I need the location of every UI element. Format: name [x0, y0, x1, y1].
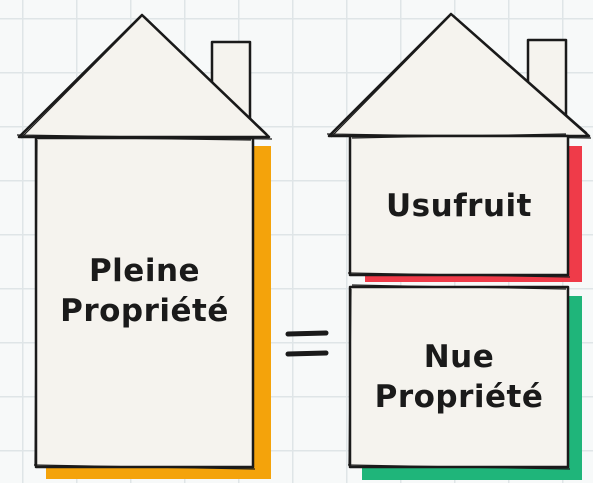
- pleine-propriete-label: Pleine Propriété: [36, 251, 253, 331]
- usufruit-box: [348, 134, 570, 277]
- left-house: [16, 13, 273, 479]
- equals-sign: [285, 330, 329, 357]
- right-house: [326, 12, 592, 480]
- usufruit-label: Usufruit: [350, 186, 568, 226]
- left-house-roof-sketch: [16, 15, 273, 140]
- pleine-label-line2: Propriété: [60, 293, 229, 329]
- usufruit-box-sketch: [347, 133, 571, 278]
- pleine-label-line1: Pleine: [88, 253, 201, 289]
- nue-label-line1: Nue: [423, 339, 495, 375]
- nue-propriete-label: Nue Propriété: [350, 337, 568, 417]
- nue-propriete-box-sketch: [347, 284, 571, 470]
- nue-label-line2: Propriété: [374, 379, 544, 415]
- usufruit-label-text: Usufruit: [386, 188, 532, 224]
